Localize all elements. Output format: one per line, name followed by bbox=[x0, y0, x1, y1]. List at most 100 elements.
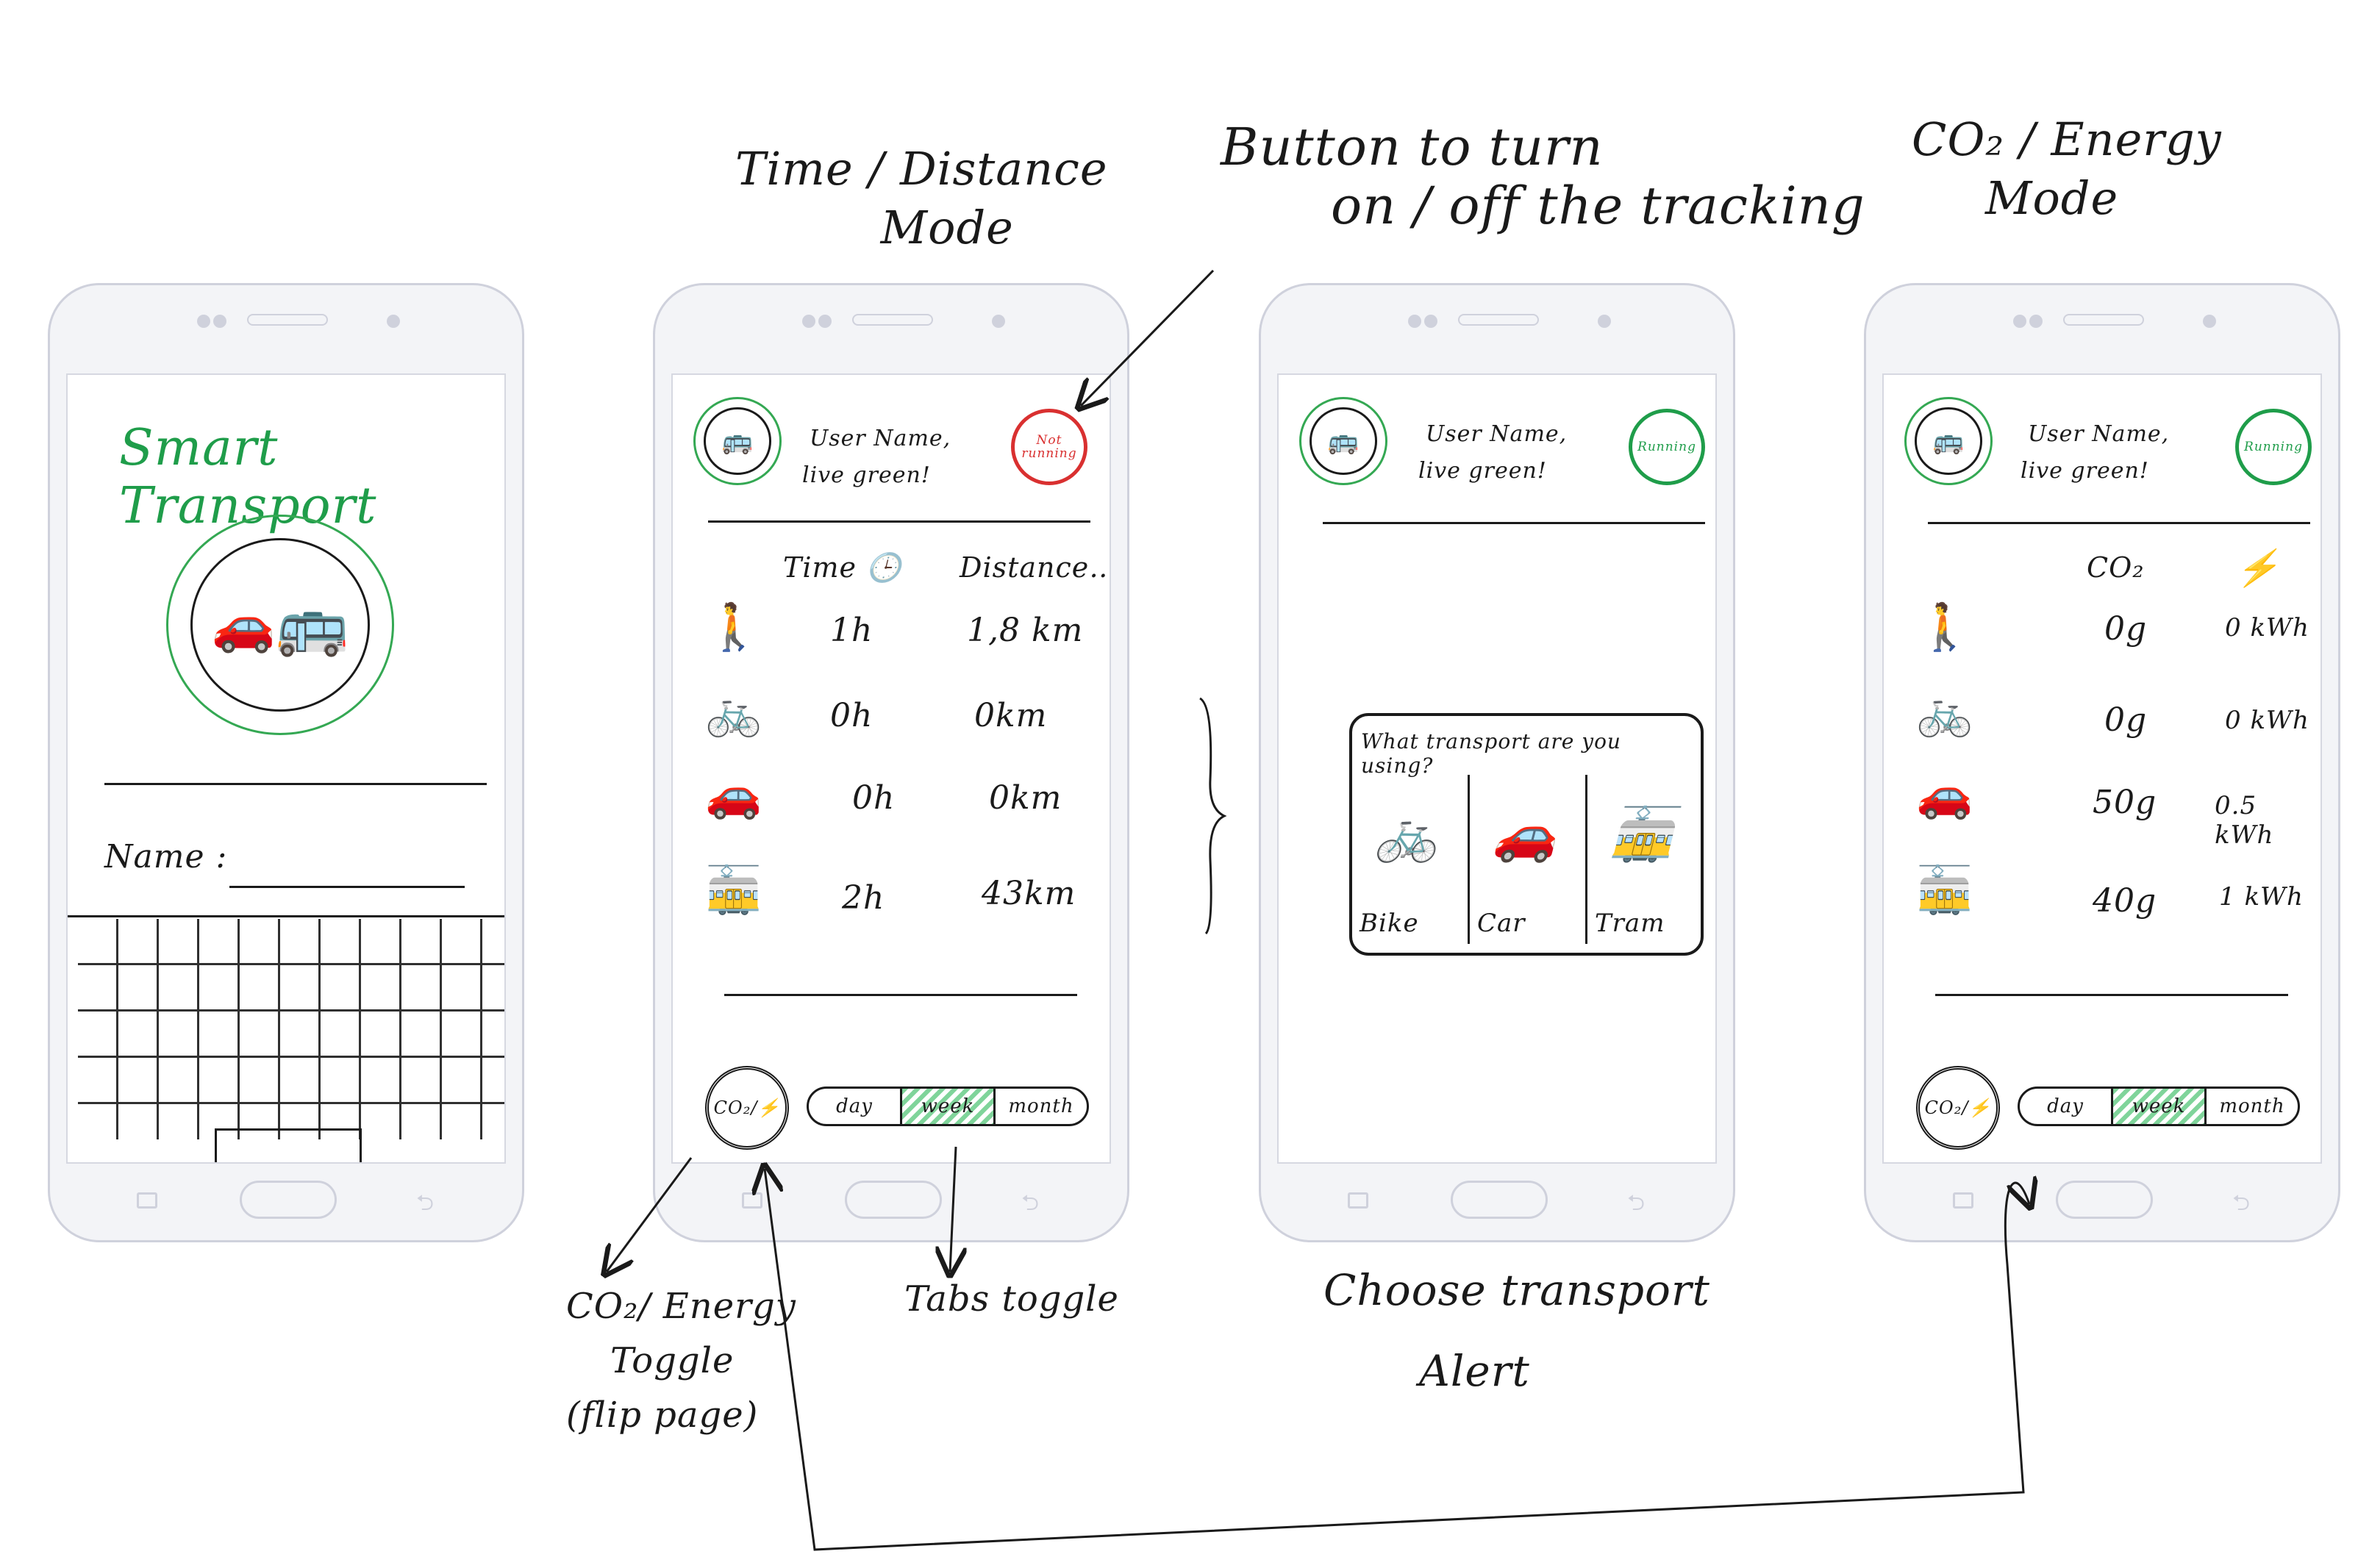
bus-icon: 🚌 bbox=[721, 426, 754, 456]
recent-apps-button[interactable] bbox=[137, 1192, 157, 1209]
header-divider bbox=[1928, 522, 2310, 524]
tab-week[interactable]: week bbox=[902, 1089, 996, 1124]
co2-energy-toggle-button[interactable]: CO₂/⚡ bbox=[1916, 1066, 2000, 1150]
header-divider bbox=[708, 520, 1090, 523]
car-distance: 0km bbox=[989, 779, 1062, 817]
front-camera bbox=[2203, 315, 2216, 328]
bus-icon: 🚌 bbox=[1932, 426, 1965, 456]
screen-choose-transport: 🚌 User Name, live green! Running What tr… bbox=[1277, 373, 1717, 1164]
camera-dot bbox=[1424, 315, 1437, 328]
tracking-toggle-button[interactable]: Running bbox=[1629, 409, 1705, 485]
app-logo-small: 🚌 bbox=[1299, 397, 1387, 485]
front-camera bbox=[387, 315, 400, 328]
back-button[interactable]: ⮌ bbox=[416, 1190, 435, 1216]
co2-energy-toggle-button[interactable]: CO₂/⚡ bbox=[705, 1066, 789, 1150]
brace bbox=[1199, 697, 1227, 935]
screen-login: Smart Transport 🚗 🚌 Name : bbox=[66, 373, 506, 1164]
walk-distance: 1,8 km bbox=[967, 612, 1084, 649]
tram-energy: 1 kWh bbox=[2219, 882, 2304, 912]
app-logo-inner: 🚌 bbox=[704, 407, 771, 475]
screen-co2-energy: 🚌 User Name, live green! Running CO₂ ⚡ 🚶… bbox=[1882, 373, 2322, 1164]
alert-option-tram[interactable]: 🚋 Tram bbox=[1587, 775, 1701, 944]
tab-month[interactable]: month bbox=[1008, 1095, 1074, 1117]
annotation-button-tracking: Button to turn on / off the tracking bbox=[1221, 117, 1865, 236]
camera-dot bbox=[2029, 315, 2043, 328]
app-title: Smart Transport bbox=[119, 419, 377, 535]
phone-choose-transport: 🚌 User Name, live green! Running What tr… bbox=[1259, 283, 1735, 1242]
front-camera bbox=[992, 315, 1005, 328]
car-icon: 🚗 bbox=[211, 594, 276, 655]
speaker-grill bbox=[247, 314, 328, 326]
name-input[interactable] bbox=[229, 886, 465, 888]
divider bbox=[104, 783, 487, 785]
annotation-time-distance-mode: Time / Distance Mode bbox=[735, 142, 1108, 254]
flip-page-connector bbox=[765, 1169, 2029, 1551]
tram-icon: 🚋 bbox=[1609, 804, 1675, 864]
tram-co2: 40g bbox=[2093, 882, 2157, 920]
app-logo-inner: 🚌 bbox=[1310, 407, 1377, 475]
alert-option-label: Bike bbox=[1360, 909, 1419, 938]
camera-dot bbox=[1408, 315, 1421, 328]
energy-icon: ⚡ bbox=[2235, 548, 2280, 589]
bike-energy: 0 kWh bbox=[2225, 706, 2309, 735]
front-camera bbox=[1598, 315, 1611, 328]
annotation-tabs-toggle: Tabs toggle bbox=[904, 1278, 1119, 1320]
alert-option-bike[interactable]: 🚲 Bike bbox=[1352, 775, 1470, 944]
alert-question: What transport are you using? bbox=[1361, 729, 1621, 778]
keyboard-spacebar[interactable] bbox=[215, 1128, 362, 1162]
bus-icon: 🚌 bbox=[1327, 426, 1360, 456]
walk-energy: 0 kWh bbox=[2225, 613, 2309, 642]
on-screen-keyboard[interactable] bbox=[78, 919, 504, 1139]
walk-icon: 🚶 bbox=[1916, 600, 1973, 654]
alert-option-car[interactable]: 🚗 Car bbox=[1470, 775, 1587, 944]
bike-co2: 0g bbox=[2104, 701, 2148, 739]
walk-co2: 0g bbox=[2104, 610, 2148, 648]
bike-icon: 🚲 bbox=[1374, 804, 1440, 864]
tab-month[interactable]: month bbox=[2219, 1095, 2285, 1117]
camera-dot bbox=[213, 315, 226, 328]
user-greeting: User Name, live green! bbox=[1418, 421, 1568, 484]
walk-time: 1h bbox=[830, 612, 873, 649]
tab-day[interactable]: day bbox=[2020, 1089, 2113, 1124]
car-time: 0h bbox=[852, 779, 896, 817]
home-button[interactable] bbox=[2056, 1181, 2153, 1219]
annotation-co2-energy-mode: CO₂ / Energy Mode bbox=[1912, 112, 2222, 225]
car-icon: 🚗 bbox=[1916, 767, 1973, 821]
arrow-to-co2-toggle-label bbox=[607, 1157, 693, 1272]
camera-dot bbox=[802, 315, 815, 328]
speaker-grill bbox=[852, 314, 933, 326]
car-icon: 🚗 bbox=[1492, 804, 1557, 864]
walk-icon: 🚶 bbox=[705, 600, 762, 654]
annotation-choose-transport: Choose transport Alert bbox=[1323, 1265, 1710, 1396]
arrow-to-tracking-button bbox=[1081, 269, 1215, 406]
back-button[interactable]: ⮌ bbox=[2232, 1190, 2251, 1216]
tram-icon: 🚋 bbox=[1916, 863, 1973, 917]
choose-transport-alert: What transport are you using? 🚲 Bike 🚗 C… bbox=[1349, 713, 1704, 956]
car-co2: 50g bbox=[2093, 784, 2157, 821]
table-bottom-divider bbox=[1935, 994, 2288, 996]
annotation-co2-toggle: CO₂/ Energy Toggle (flip page) bbox=[566, 1286, 796, 1436]
camera-dot bbox=[197, 315, 210, 328]
period-tabs: day week month bbox=[2018, 1086, 2300, 1126]
arrow-to-tabs-toggle-label bbox=[950, 1146, 956, 1272]
bike-icon: 🚲 bbox=[705, 685, 762, 739]
tracking-toggle-button[interactable]: Running bbox=[2235, 409, 2312, 485]
ruler-icon: … bbox=[1089, 551, 1110, 584]
period-tabs: day week month bbox=[807, 1086, 1089, 1126]
home-button[interactable] bbox=[240, 1181, 337, 1219]
table-bottom-divider bbox=[724, 994, 1077, 996]
column-header-distance: Distance… bbox=[960, 551, 1110, 584]
clock-icon: 🕒 bbox=[866, 551, 902, 584]
tram-distance: 43km bbox=[982, 875, 1076, 912]
tab-week[interactable]: week bbox=[2113, 1089, 2207, 1124]
speaker-grill bbox=[2063, 314, 2144, 326]
user-greeting: User Name, live green! bbox=[802, 426, 951, 488]
column-header-time: Time 🕒 bbox=[783, 551, 902, 584]
tab-day[interactable]: day bbox=[809, 1089, 902, 1124]
app-logo-small: 🚌 bbox=[693, 397, 782, 485]
